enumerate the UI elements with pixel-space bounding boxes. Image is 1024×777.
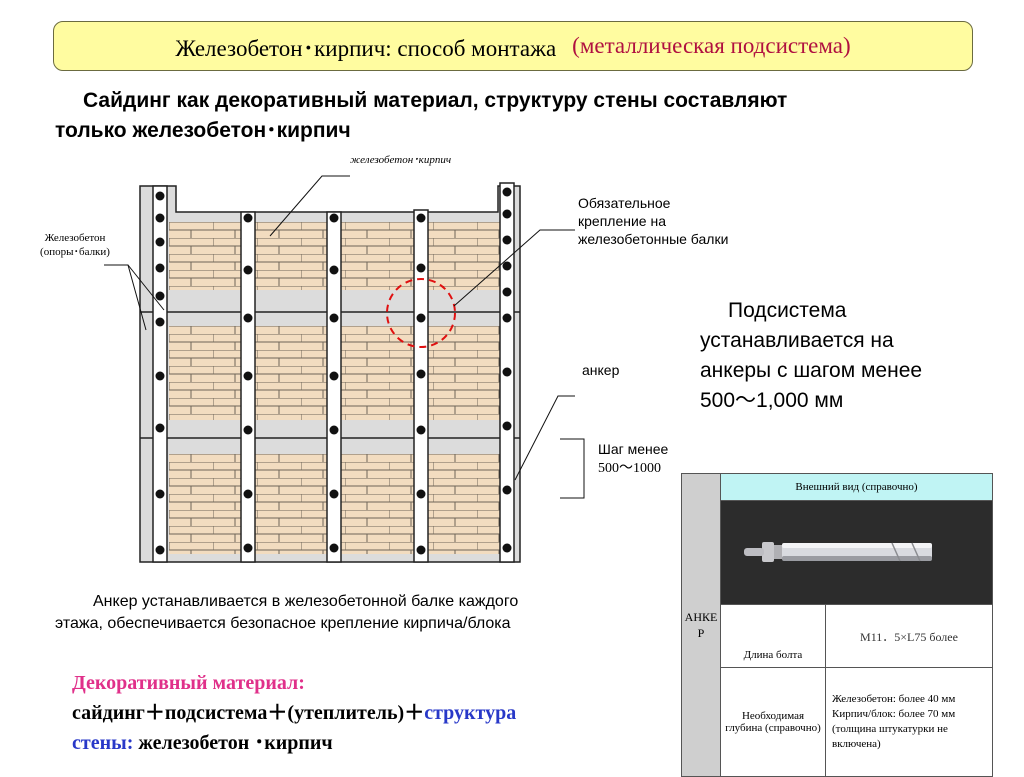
subsystem-text: Подсистема устанавливается на анкеры с ш…: [700, 296, 1000, 416]
label-step: Шаг менее 500～1000: [598, 440, 668, 478]
brick-panels: [169, 222, 500, 554]
label-fix-line-2: крепление на: [578, 213, 666, 229]
subtitle: Сайдинг как декоративный материал, струк…: [55, 86, 975, 146]
depth-label: Необходимая глубина (справочно): [720, 667, 826, 777]
highlight-circle: [386, 278, 456, 348]
subsystem-line-1: Подсистема: [728, 299, 847, 322]
label-concrete-line-1: Железобетон: [44, 232, 106, 244]
label-fix-line-3: железобетонные балки: [578, 231, 729, 247]
title-box: Железобетон･кирпич: способ монтажа (мета…: [53, 21, 973, 71]
label-concrete-line-2: (опоры･балки): [40, 246, 110, 258]
formula-part-4: железобетон ･кирпич: [133, 732, 333, 754]
subsystem-line-4: 500～1,000 мм: [700, 389, 844, 412]
label-anchor: анкер: [582, 362, 620, 378]
subsystem-line-2: устанавливается на: [700, 329, 894, 352]
depth-value-brick: Кирпич/блок: более 70 мм (толщина штукат…: [832, 708, 956, 750]
note-line-1: Анкер устанавливается в железобетонной б…: [93, 593, 519, 610]
vertical-rails: [152, 182, 515, 563]
formula-label: Декоративный материал:: [72, 672, 305, 694]
depth-value: Железобетон: более 40 мм Кирпич/блок: бо…: [825, 667, 993, 777]
label-concrete: Железобетон (опоры･балки): [25, 231, 125, 259]
depth-value-concrete: Железобетон: более 40 мм: [832, 693, 956, 705]
subsystem-line-3: анкеры с шагом менее: [700, 359, 923, 382]
label-step-line-2: 500～1000: [598, 461, 661, 476]
anchor-bolt-image: [721, 501, 992, 604]
formula-part-3: стены:: [72, 732, 134, 754]
label-wall-type: железобетон･кирпич: [350, 154, 452, 166]
label-fix-line-1: Обязательное: [578, 195, 671, 211]
subtitle-line-1: Сайдинг как декоративный материал, струк…: [83, 89, 788, 112]
leader-lines: [104, 175, 585, 499]
anchor-spec-table: АНКЕР Внешний вид (справочно) Длина болт…: [681, 473, 993, 777]
bolt-length-label: Длина болта: [720, 604, 826, 668]
bolt-length-value: M11．5×L75 более: [825, 604, 993, 668]
subtitle-line-2: только железобетон･кирпич: [55, 119, 351, 142]
formula-part-2: структура: [424, 702, 517, 724]
title-sub: (металлическая подсистема): [572, 33, 851, 58]
anchor-photo: [720, 500, 993, 605]
label-mandatory-fixing: Обязательное крепление на железобетонные…: [578, 194, 728, 248]
title-main: Железобетон･кирпич: способ монтажа: [175, 36, 557, 61]
formula: Декоративный материал: сайдинг＋подсистем…: [72, 668, 672, 758]
anchor-note: Анкер устанавливается в железобетонной б…: [55, 591, 675, 635]
formula-part-1: сайдинг＋подсистема＋(утеплитель)＋: [72, 702, 425, 724]
anchor-vertical-label: АНКЕР: [681, 473, 721, 777]
anchor-dots: [155, 187, 512, 555]
label-step-line-1: Шаг менее: [598, 441, 669, 457]
appearance-header: Внешний вид (справочно): [720, 473, 993, 501]
note-line-2: этажа, обеспечивается безопасное креплен…: [55, 615, 511, 632]
